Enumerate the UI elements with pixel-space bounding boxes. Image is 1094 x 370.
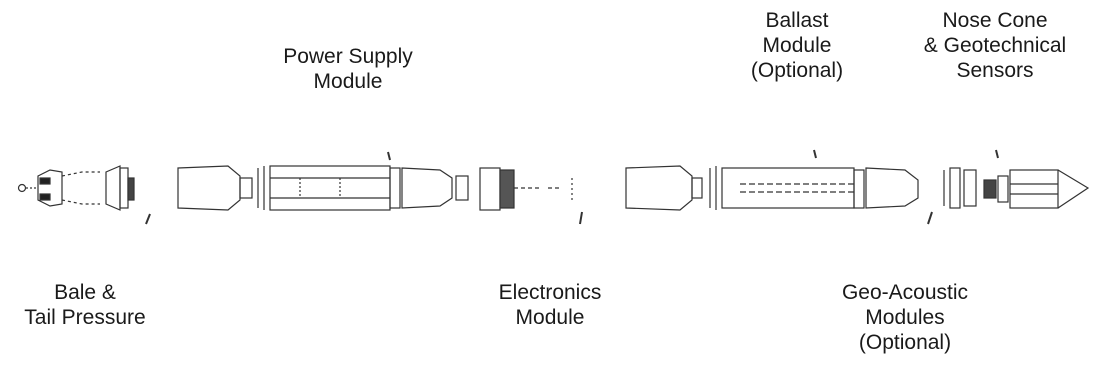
bale-leader-line — [145, 213, 151, 225]
geo-acoustic-modules-label: Geo-Acoustic Modules (Optional) — [841, 281, 969, 354]
bale-tail-section — [17, 165, 135, 211]
geo-acoustic-modules-drawing — [625, 165, 919, 211]
bale-tail-pressure-label: Bale & Tail Pressure — [24, 281, 146, 329]
power-supply-leader-line — [387, 151, 391, 161]
electronics-module-label: Electronics Module — [498, 281, 602, 329]
nose-cone-label: Nose Cone & Geotechnical Sensors — [923, 9, 1067, 82]
electronics-leader-line — [579, 211, 583, 225]
ballast-module-label: Ballast Module (Optional) — [750, 9, 844, 82]
power-supply-module-drawing — [177, 165, 469, 211]
power-supply-module-label: Power Supply Module — [283, 45, 413, 93]
ballast-leader-line — [813, 149, 817, 159]
nose-cone-leader-line — [995, 149, 999, 159]
nose-cone-drawing — [943, 167, 1090, 209]
geo-acoustic-leader-line — [927, 211, 933, 225]
electronics-module-drawing — [479, 167, 573, 211]
